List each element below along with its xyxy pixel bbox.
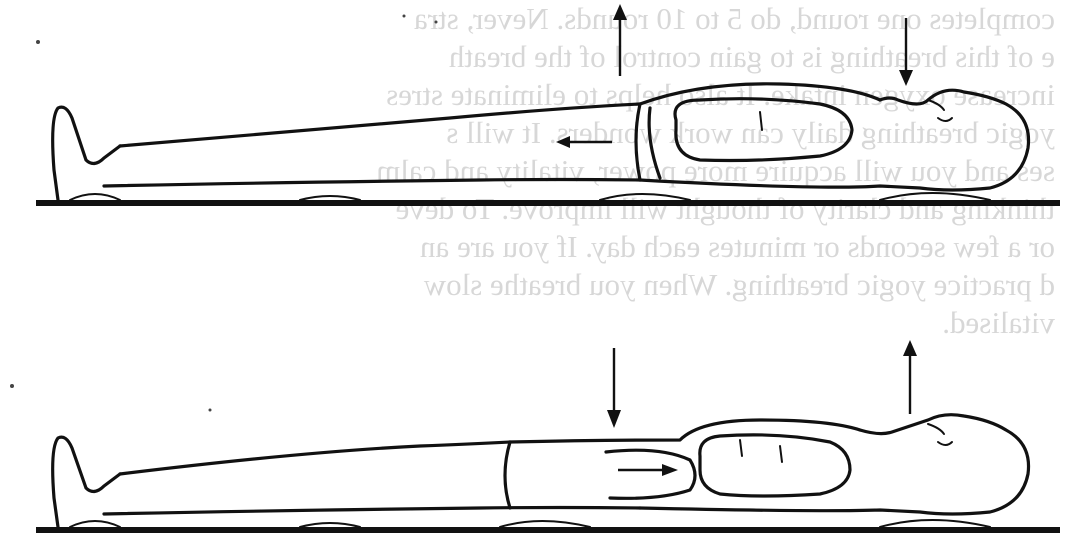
lower-leg-bottom-outline	[104, 508, 640, 515]
upper-waist-line	[636, 104, 640, 180]
lower-mouth-line	[938, 442, 952, 445]
lower-lung-detail-2	[780, 446, 782, 462]
lower-hip-shadow	[500, 521, 590, 527]
upper-head-shadow	[880, 193, 990, 200]
lower-chest-arrow	[903, 340, 917, 414]
lower-abdomen-arrow	[607, 348, 621, 428]
lower-lung-outline	[700, 435, 850, 496]
upper-nose-line	[928, 100, 944, 110]
lower-figure	[36, 340, 1060, 530]
lower-lung-detail-1	[740, 440, 742, 456]
upper-mouth-line	[938, 118, 952, 121]
upper-head-outline	[640, 90, 1029, 190]
upper-internal-arrow	[556, 136, 612, 148]
upper-leg-bottom-outline	[104, 180, 640, 187]
lower-internal-arrow	[618, 464, 678, 476]
lower-waist-line	[505, 442, 510, 508]
lower-heel-shadow	[70, 521, 120, 527]
lower-leg-top-outline	[120, 442, 510, 474]
upper-abdomen-outline	[640, 84, 880, 104]
upper-calf-shadow	[300, 196, 360, 200]
paper-specks	[10, 15, 438, 412]
upper-hip-shadow	[600, 194, 690, 200]
upper-heel-shadow	[70, 194, 120, 200]
lower-nose-line	[928, 424, 944, 434]
upper-lung-outline	[675, 99, 852, 161]
upper-torso-curve	[649, 108, 660, 178]
lower-calf-shadow	[300, 523, 360, 527]
upper-abdomen-arrow	[613, 4, 627, 76]
upper-lung-detail	[760, 112, 762, 130]
lower-head-shadow	[880, 520, 990, 527]
upper-chest-arrow	[899, 18, 913, 86]
upper-figure	[36, 4, 1060, 203]
lower-abdomen-outline	[606, 450, 695, 498]
